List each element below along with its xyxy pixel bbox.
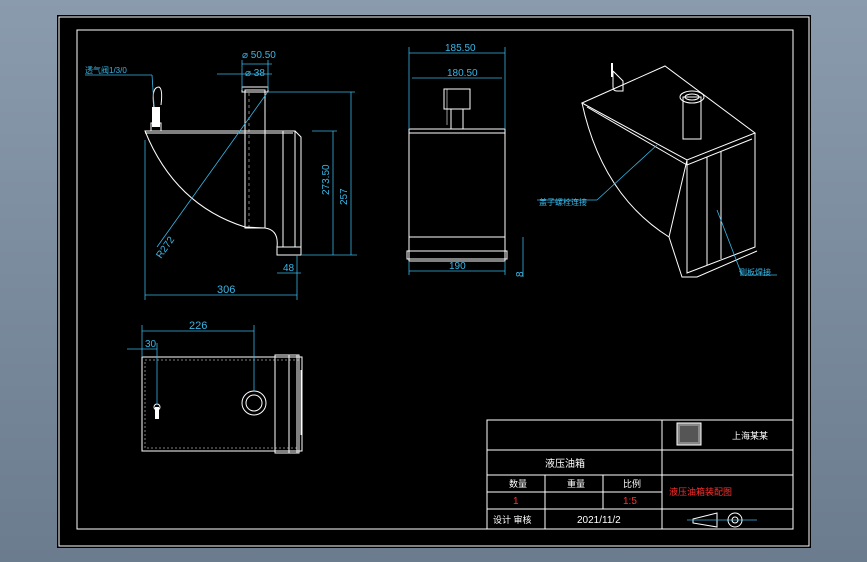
dim-r: R272	[154, 234, 177, 260]
dim-top2: 180.50	[447, 68, 478, 79]
part-name: 液压油箱	[545, 457, 585, 470]
designer-label: 设计 审核	[493, 514, 532, 525]
company-name: 上海某某	[732, 430, 768, 441]
dim-h1: 273.50	[321, 164, 332, 195]
qty-value: 1	[513, 496, 519, 507]
dim-8: 8	[515, 271, 526, 277]
drawing-name: 液压油箱装配图	[669, 486, 732, 497]
drawing-svg: ⌀ 50.50 ⌀ 38 273.50 257 R272 306 48	[58, 16, 810, 547]
material-label: 重量	[567, 478, 585, 489]
dim-w: 306	[217, 284, 235, 296]
projection-symbol-icon	[687, 512, 757, 528]
dim-top1: 185.50	[445, 43, 476, 54]
dim-226: 226	[189, 320, 207, 332]
dim-30: 30	[145, 339, 157, 350]
drawing-date: 2021/11/2	[577, 515, 621, 526]
scale-label: 比例	[623, 478, 641, 489]
dim-d1: ⌀ 50.50	[242, 50, 276, 61]
inner-frame	[76, 29, 794, 530]
vent-label: 透气阀1/3/0	[85, 65, 127, 75]
iso-label-2: 侧板焊接	[739, 267, 771, 277]
top-view: 226 30	[127, 320, 303, 454]
side-view: 185.50 180.50 190 8	[406, 43, 526, 277]
scale-value: 1:5	[623, 496, 637, 507]
iso-view: 盖子螺栓连接 侧板焊接	[537, 63, 777, 278]
title-block: 上海某某 液压油箱 数量 重量 比例 1 1:5 液压油箱装配图 设计 审核 2…	[486, 419, 794, 530]
dim-48: 48	[283, 263, 295, 274]
dim-d2: ⌀ 38	[245, 68, 265, 79]
outer-frame	[58, 16, 810, 547]
qty-label: 数量	[509, 478, 527, 489]
front-view: ⌀ 50.50 ⌀ 38 273.50 257 R272 306 48	[85, 50, 357, 300]
dim-bottom: 190	[449, 261, 466, 272]
drawing-canvas[interactable]: ⌀ 50.50 ⌀ 38 273.50 257 R272 306 48	[57, 15, 811, 548]
iso-label-1: 盖子螺栓连接	[539, 197, 587, 207]
dim-h2: 257	[339, 188, 350, 205]
